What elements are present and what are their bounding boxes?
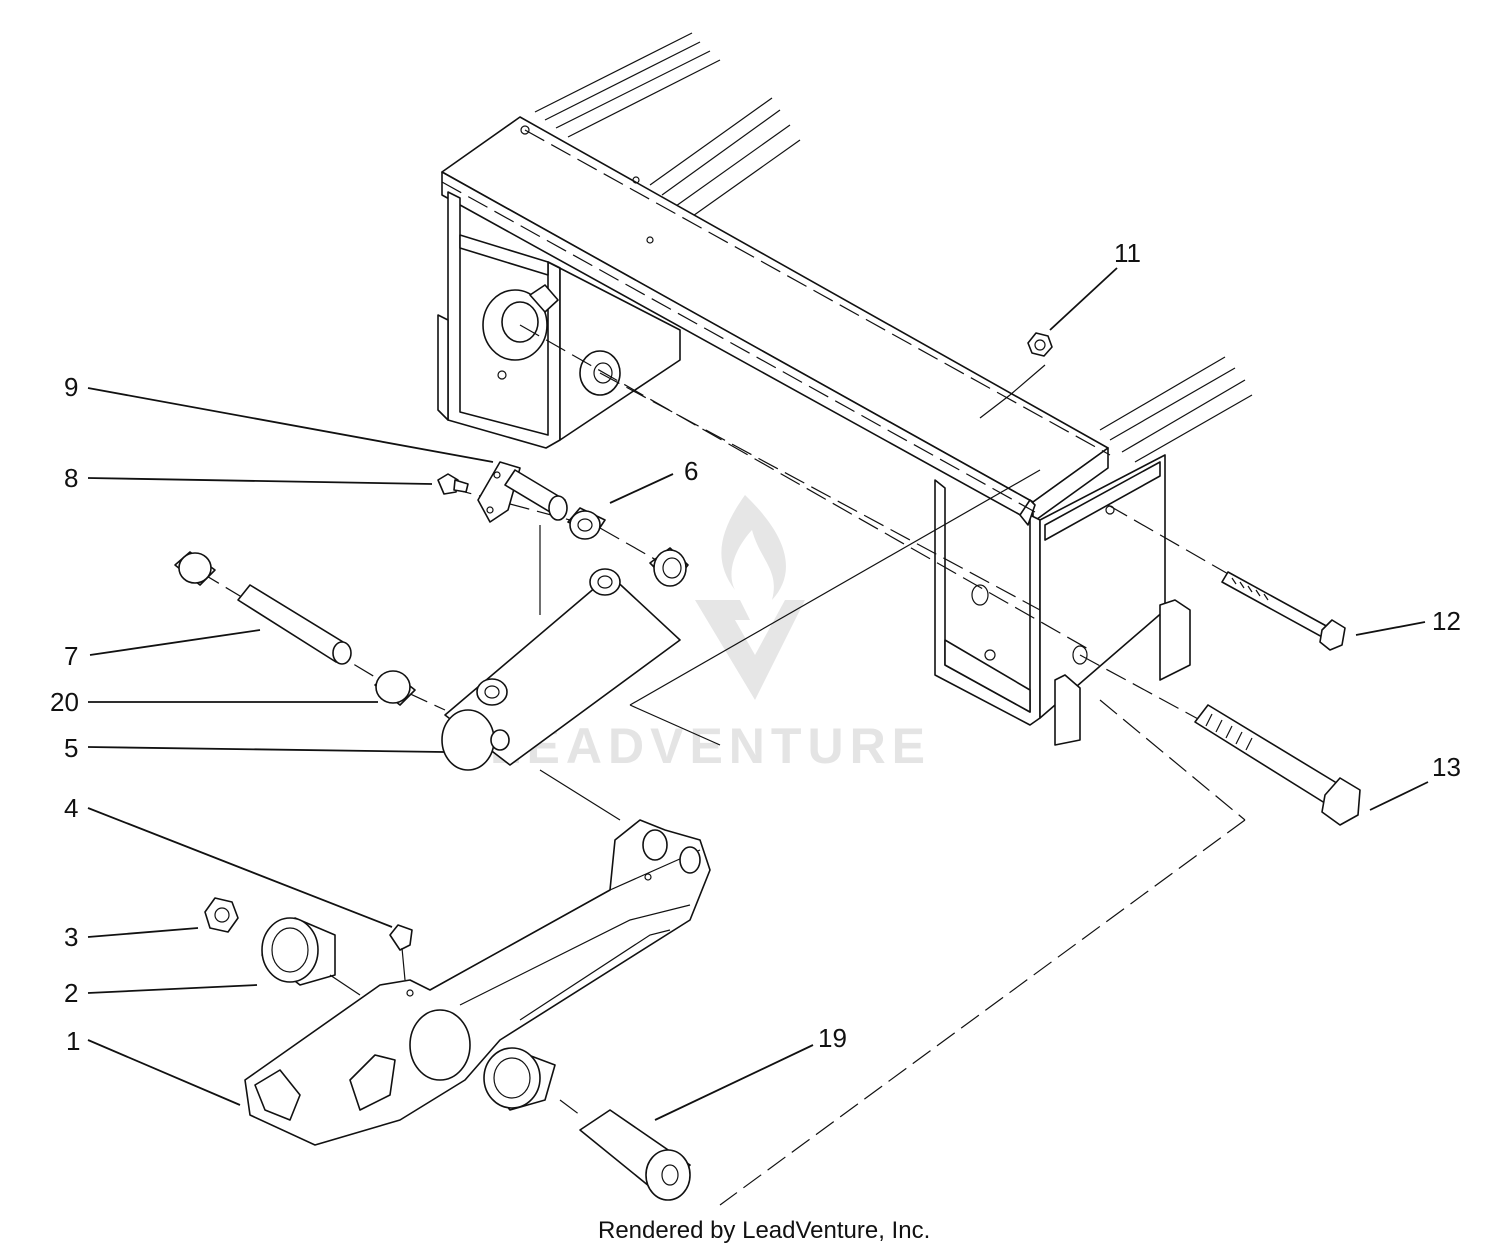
v-logo-icon <box>695 600 805 700</box>
part-11-nut <box>1027 332 1053 357</box>
callout-numbers: 9 8 6 7 20 5 4 3 2 1 11 12 13 19 <box>50 238 1461 1056</box>
part-20-bushing <box>374 670 416 706</box>
part-19-spacer <box>559 1099 691 1201</box>
part-6-bushing <box>567 507 606 540</box>
part-8-screw <box>437 473 469 495</box>
callout-12: 12 <box>1432 606 1461 636</box>
callout-20: 20 <box>50 687 79 717</box>
leader-lines <box>87 267 1429 1121</box>
part-5-cylinder <box>441 547 689 771</box>
callout-6: 6 <box>684 456 698 486</box>
part-2-bushing <box>261 917 361 996</box>
part-12-bolt <box>1221 571 1346 651</box>
watermark: LEADVENTURE <box>490 495 925 774</box>
callout-1: 1 <box>66 1026 80 1056</box>
callout-9: 9 <box>64 372 78 402</box>
callout-11: 11 <box>1114 238 1141 268</box>
flame-icon <box>721 495 786 600</box>
callout-13: 13 <box>1432 752 1461 782</box>
bushing-lower-middle <box>483 1047 556 1111</box>
assembly-lines <box>199 129 1246 1206</box>
footer-credit: Rendered by LeadVenture, Inc. <box>598 1217 930 1244</box>
callout-3: 3 <box>64 922 78 952</box>
frame-cross-member <box>437 116 1191 746</box>
callout-4: 4 <box>64 793 78 823</box>
part-3-nut <box>204 897 239 933</box>
part-1-lift-arm <box>244 819 711 1146</box>
callout-8: 8 <box>64 463 78 493</box>
part-13-bolt <box>1194 704 1361 826</box>
frame-rails <box>534 32 1253 463</box>
callout-5: 5 <box>64 733 78 763</box>
callout-19: 19 <box>818 1023 847 1053</box>
callout-2: 2 <box>64 978 78 1008</box>
part-9-pin <box>477 461 568 523</box>
part-7-pin <box>237 584 352 665</box>
part-4-grease-fitting <box>389 924 413 981</box>
callout-7: 7 <box>64 641 78 671</box>
bushing-upper-left <box>174 551 216 586</box>
